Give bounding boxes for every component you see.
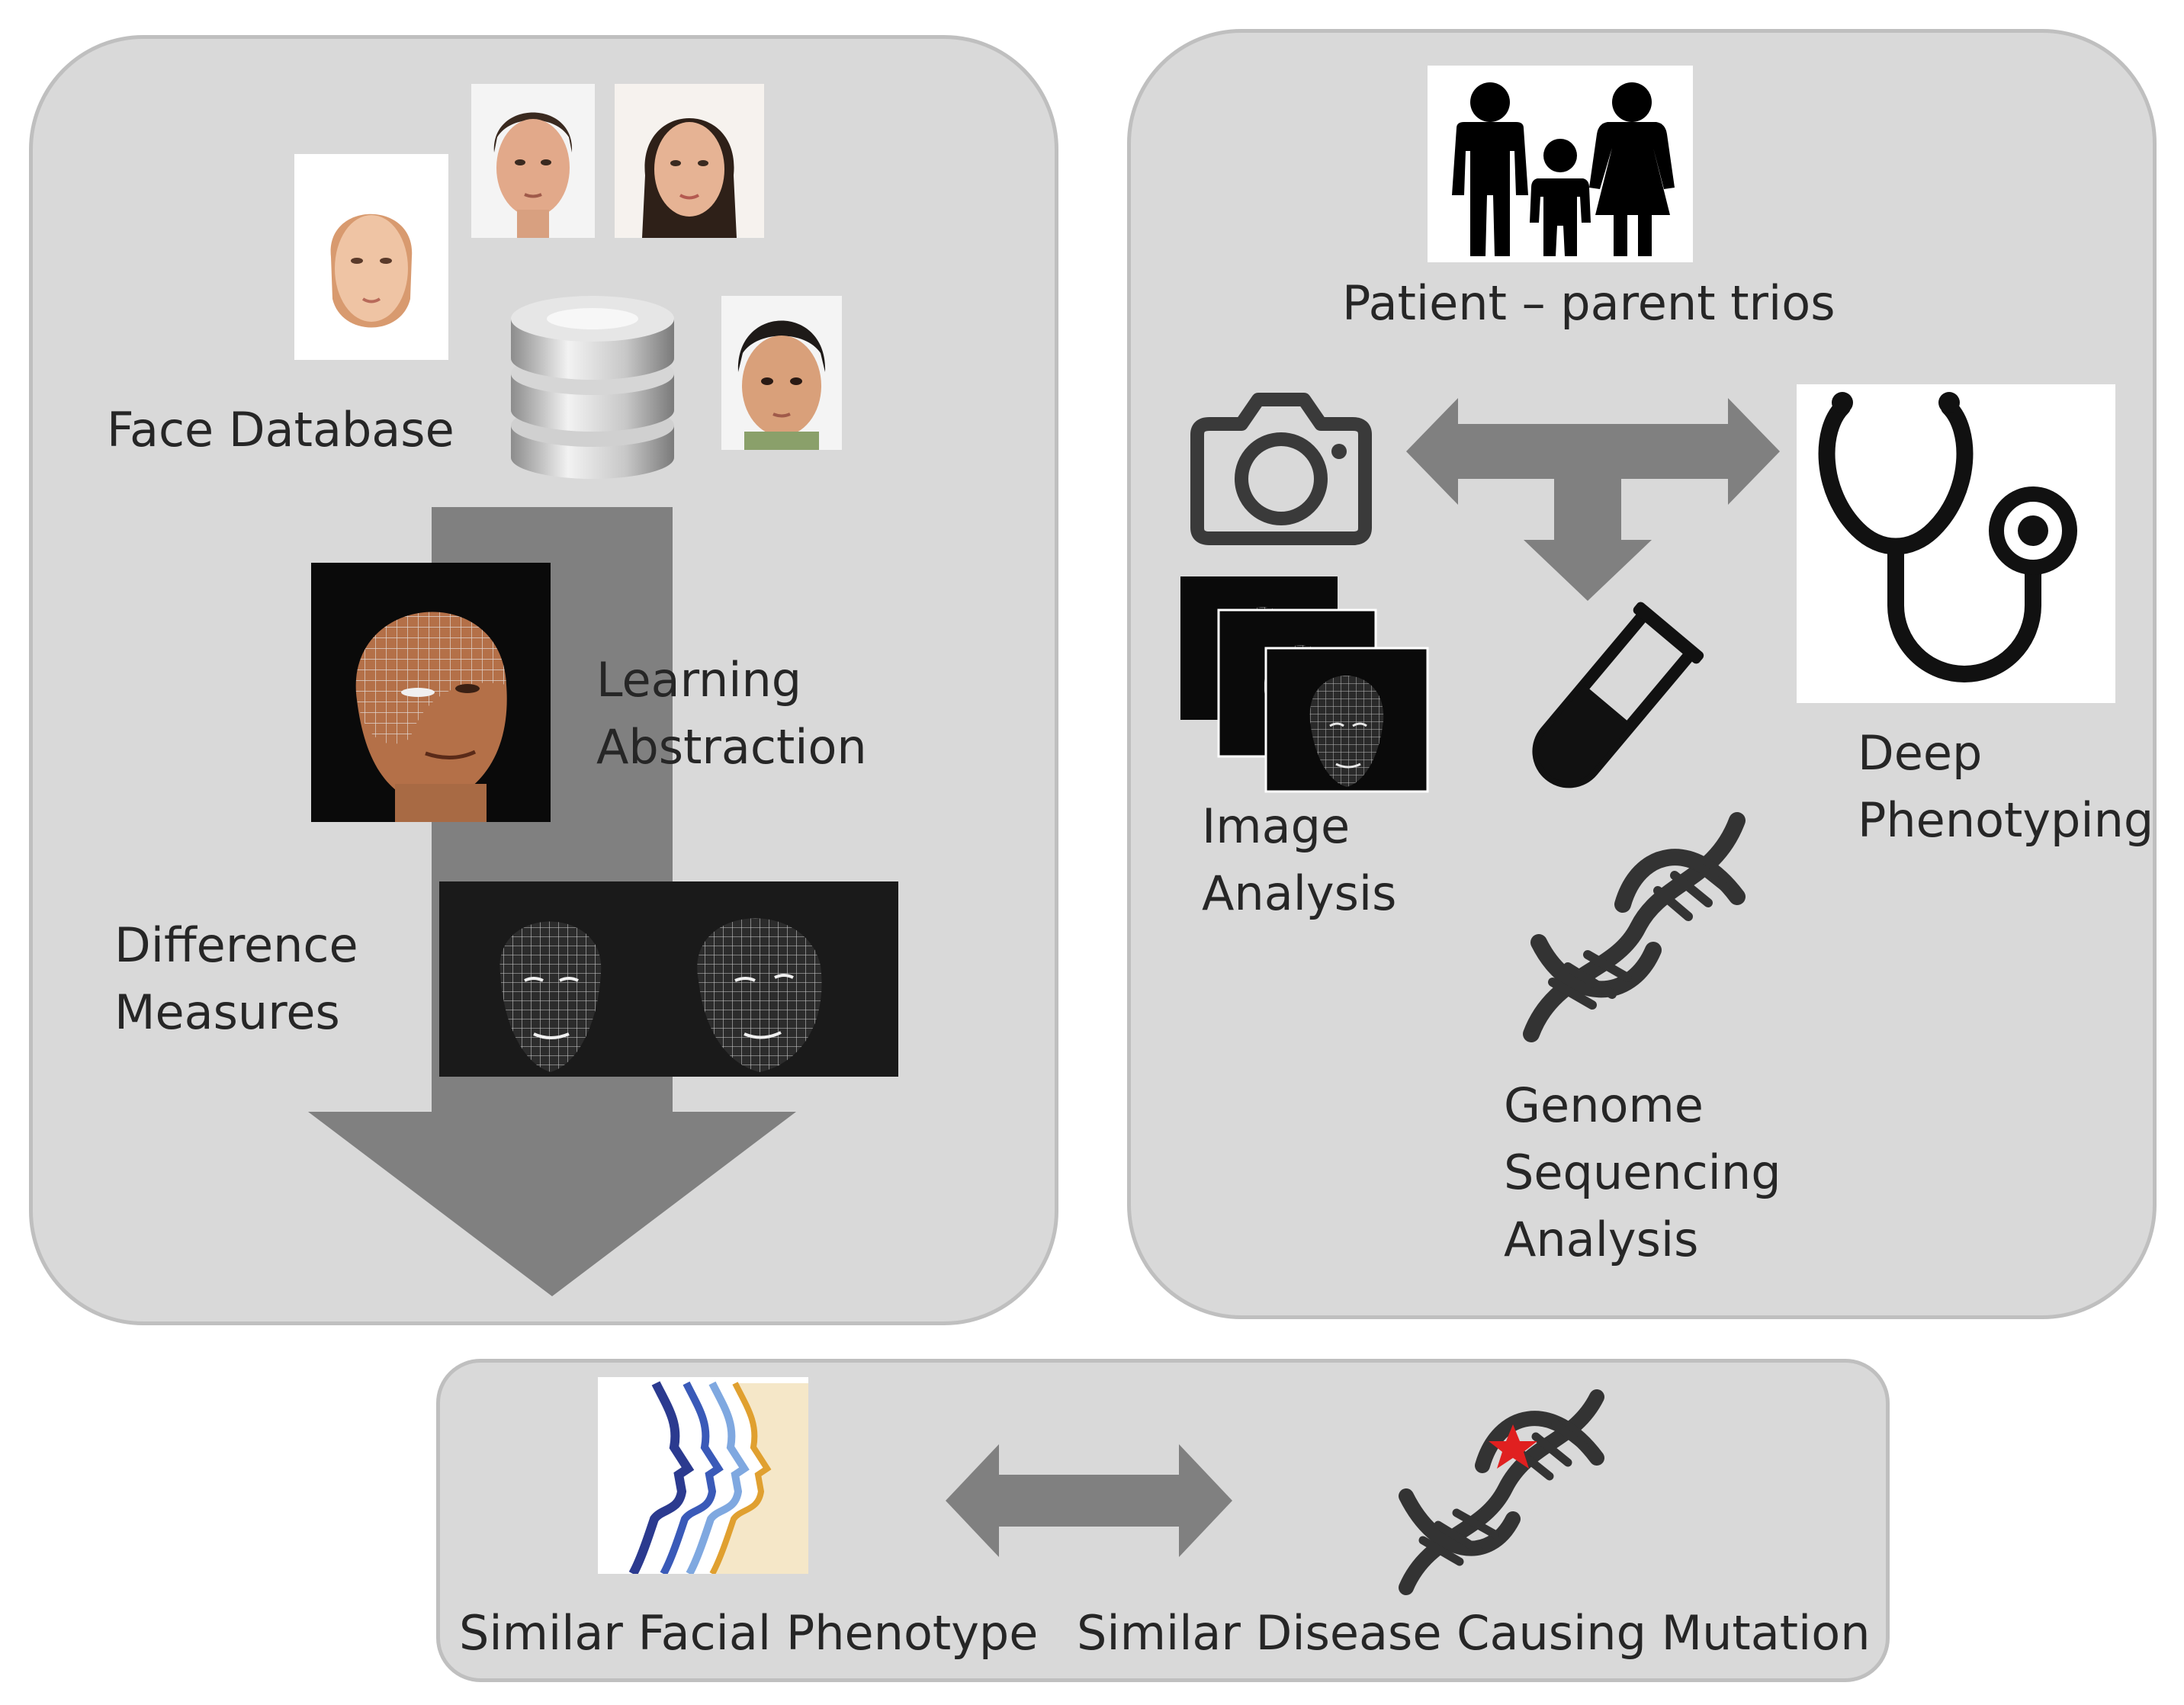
star-icon <box>1489 1424 1537 1469</box>
face-profiles-icon <box>598 1377 808 1574</box>
image-analysis-label: Image Analysis <box>1202 798 1397 921</box>
patient-trios-label: Patient – parent trios <box>1342 275 1836 331</box>
wireframe-heads-image <box>439 881 898 1077</box>
face-database-label: Face Database <box>107 402 454 458</box>
similar-phenotype-label: Similar Facial Phenotype <box>459 1605 1039 1661</box>
family-icon <box>1428 66 1693 262</box>
mutated-dna-icon <box>1399 1389 1604 1595</box>
stethoscope-icon <box>1797 384 2115 703</box>
face-photo-child <box>721 296 842 450</box>
learning-abstraction-label: Learning Abstraction <box>596 652 867 775</box>
test-tube-icon <box>1532 602 1704 788</box>
similar-mutation-label: Similar Disease Causing Mutation <box>1077 1605 1871 1661</box>
face-photo-woman-2 <box>615 84 764 238</box>
face-mesh-photo <box>311 563 551 822</box>
difference-measures-label: Difference Measures <box>114 917 358 1040</box>
deep-phenotyping-label: Deep Phenotyping <box>1858 725 2154 848</box>
database-icon <box>511 296 674 479</box>
head-scans-stack <box>1180 576 1429 793</box>
camera-icon <box>1190 393 1372 545</box>
genome-sequencing-label: Genome Sequencing Analysis <box>1504 1077 1781 1267</box>
face-photo-woman-1 <box>294 154 448 360</box>
face-photo-man <box>471 84 595 238</box>
dna-icon <box>1523 812 1746 1042</box>
